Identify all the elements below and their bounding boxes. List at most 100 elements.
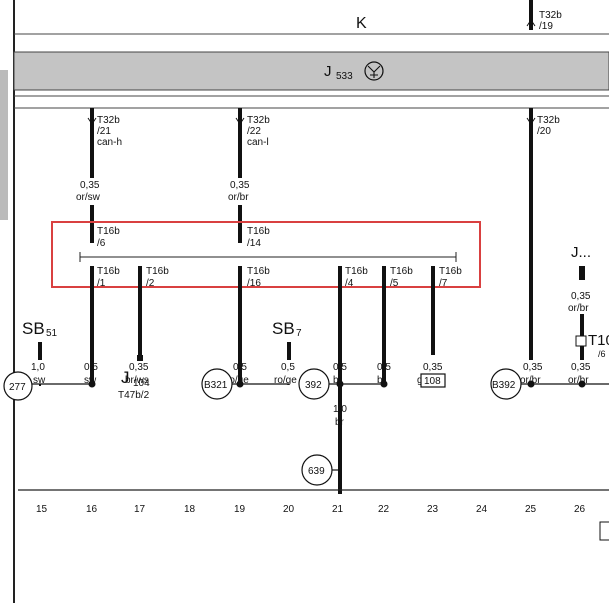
wire-size-16: 0,35 xyxy=(80,180,100,191)
ruler-label: 24 xyxy=(476,504,488,515)
ruler: 15 16 17 18 19 20 21 22 23 24 25 26 xyxy=(36,504,586,515)
j104-name: J xyxy=(121,368,130,387)
ruler-label: 16 xyxy=(86,504,98,515)
wire-color-19: or/br xyxy=(228,192,249,203)
size-23: 0,35 xyxy=(423,362,443,373)
wire25-size: 0,35 xyxy=(523,362,543,373)
pin-t16b-1-sub: /1 xyxy=(97,278,106,289)
ruler-label: 15 xyxy=(36,504,48,515)
fuse-sb51-color: sw xyxy=(33,375,46,386)
wire26-size: 0,35 xyxy=(571,362,591,373)
fuse-sb7-color: ro/ge xyxy=(274,375,297,386)
t16b-6: T16b xyxy=(97,226,120,237)
color-21: br xyxy=(333,375,343,386)
size-19: 0,5 xyxy=(233,362,247,373)
pin-20-sub: /20 xyxy=(537,126,551,137)
ruler-label: 22 xyxy=(378,504,390,515)
module-sub: 533 xyxy=(336,71,353,82)
ground-point-277 xyxy=(3,371,33,401)
pin-t16b-4: T16b xyxy=(345,266,368,277)
fuse-sb7-num: 7 xyxy=(296,328,302,339)
pin-t16b-5-sub: /5 xyxy=(390,278,399,289)
ruler-label: 18 xyxy=(184,504,196,515)
junction-dot xyxy=(88,380,96,388)
module-name: J xyxy=(324,63,332,80)
fuse-sb7-name: SB xyxy=(272,319,295,338)
page-corner-box xyxy=(599,521,609,541)
highlight-box xyxy=(51,221,481,288)
ground-circle xyxy=(364,61,384,81)
pin-t16b-16-sub: /16 xyxy=(247,278,261,289)
wire-color-16: or/sw xyxy=(76,192,101,203)
pin-t16b-7-sub: /7 xyxy=(439,278,448,289)
pin-21-sub: /21 xyxy=(97,126,111,137)
size-21: 0,5 xyxy=(333,362,347,373)
color-22: br xyxy=(377,375,387,386)
pin-t16b-5: T16b xyxy=(390,266,413,277)
connector-108-box xyxy=(420,373,446,388)
ruler-label: 19 xyxy=(234,504,246,515)
signal-can-l: can-l xyxy=(247,137,269,148)
color-19: ro/ge xyxy=(226,375,249,386)
right-j-label: J... xyxy=(571,244,591,261)
ground-point-639-label: 639 xyxy=(308,466,325,477)
scrollbar-track[interactable] xyxy=(0,70,8,220)
fuse-sb7-size: 0,5 xyxy=(281,362,295,373)
pin-t16b-2: T16b xyxy=(146,266,169,277)
pin-t16b-1: T16b xyxy=(97,266,120,277)
fuse-sb51-num: 51 xyxy=(46,328,58,339)
pin-t16b-4-sub: /4 xyxy=(345,278,354,289)
junction-dot xyxy=(380,380,388,388)
right-t-sub: /6 xyxy=(598,349,606,359)
arrow-down-icon xyxy=(235,117,245,125)
ruler-label: 23 xyxy=(427,504,439,515)
pin-20: T32b xyxy=(537,115,560,126)
pin-t16b-2-sub: /2 xyxy=(146,278,155,289)
ruler-label: 21 xyxy=(332,504,344,515)
split-wires xyxy=(90,266,435,494)
ruler-label: 26 xyxy=(574,504,586,515)
pin-t16b-7: T16b xyxy=(439,266,462,277)
t16b-14-sub: /14 xyxy=(247,238,261,249)
wire-below-392-color: br xyxy=(335,417,345,428)
fuse-sb51-size: 1,0 xyxy=(31,362,45,373)
wire-size-19: 0,35 xyxy=(230,180,250,191)
arrow-up-icon xyxy=(526,19,536,27)
arrow-down-icon xyxy=(526,117,536,125)
ruler-label: 17 xyxy=(134,504,146,515)
j104-terminal xyxy=(137,355,143,361)
ground-point-b392-label: B392 xyxy=(492,380,516,391)
j104-num: 104 xyxy=(133,378,150,389)
right-size1: 0,35 xyxy=(571,291,591,302)
arrow-down-icon xyxy=(87,117,97,125)
junction-dot xyxy=(578,380,586,388)
wire-26-stub xyxy=(579,266,585,280)
color-17: br/ws xyxy=(125,375,149,386)
t16b-6-sub: /6 xyxy=(97,238,106,249)
right-color1: or/br xyxy=(568,303,589,314)
top-pin: T32b xyxy=(539,10,562,21)
ruler-label: 25 xyxy=(525,504,537,515)
pin-22: T32b xyxy=(247,115,270,126)
ruler-label: 20 xyxy=(283,504,295,515)
fuse-sb51-name: SB xyxy=(22,319,45,338)
t16b-14: T16b xyxy=(247,226,270,237)
wire25-color: or/br xyxy=(520,375,541,386)
signal-can-h: can-h xyxy=(97,137,122,148)
size-22: 0,5 xyxy=(377,362,391,373)
ground-icon xyxy=(367,65,381,78)
pin-t16b-16: T16b xyxy=(247,266,270,277)
pin-22-sub: /22 xyxy=(247,126,261,137)
wire26-color: or/br xyxy=(568,375,589,386)
module-band xyxy=(13,51,609,91)
size-16: 0,5 xyxy=(84,362,98,373)
junction-dot xyxy=(336,380,344,388)
ground-point-277-label: 277 xyxy=(9,382,26,393)
color-16: sw xyxy=(84,375,97,386)
module-letter: K xyxy=(356,15,367,32)
top-pin-sub: /19 xyxy=(539,21,553,32)
junction-dot xyxy=(527,380,535,388)
pin-21: T32b xyxy=(97,115,120,126)
